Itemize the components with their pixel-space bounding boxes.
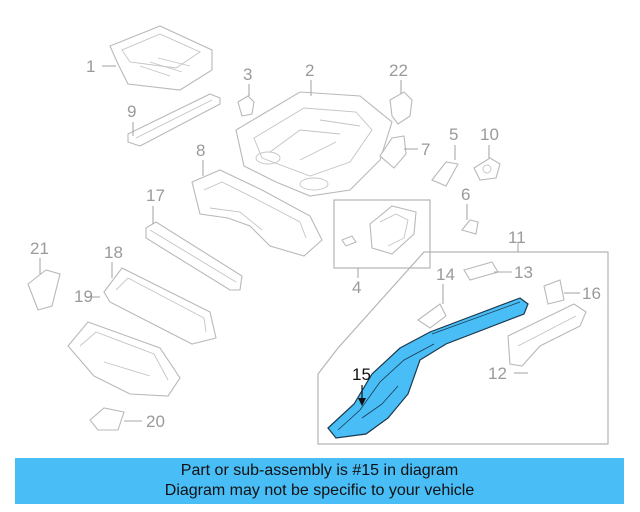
group-box-4 [333,199,431,269]
callout-1: 1 [86,57,95,76]
callout-19: 19 [74,287,93,306]
part-16-bracket [543,279,565,305]
part-14-bracket [417,303,447,329]
callout-15: 15 [352,365,371,384]
part-4-assembly [341,205,417,255]
callout-7: 7 [421,140,430,159]
part-20-bracket [89,407,125,431]
part-13-bracket [463,261,499,281]
part-19-floor-section [67,321,181,397]
info-banner: Part or sub-assembly is #15 in diagram D… [15,458,624,504]
part-15-side-member-highlighted [327,297,529,439]
callout-21: 21 [30,239,49,258]
part-22-bracket [389,91,413,125]
parts-diagram: 1 9 3 2 22 7 5 10 [27,25,609,445]
callout-13: 13 [514,263,533,282]
part-6-bracket [461,219,479,235]
part-12-rail [507,303,587,367]
part-21-bracket [27,269,61,311]
callout-10: 10 [480,125,499,144]
callout-8: 8 [196,141,205,160]
callout-14: 14 [436,265,455,284]
banner-line-1: Part or sub-assembly is #15 in diagram [180,462,459,479]
part-8-rear-panel [191,169,323,257]
part-2-floor-pan [235,91,393,197]
banner-line-2: Diagram may not be specific to your vehi… [164,482,475,499]
callout-2: 2 [305,61,314,80]
part-7-bracket [379,135,407,169]
callout-22: 22 [389,61,408,80]
callout-16: 16 [582,284,601,303]
part-5-bracket [431,161,459,187]
part-10-grommet [473,157,501,181]
part-9-rail [127,93,221,147]
part-1-spare-tire-tub [109,25,213,91]
callout-11: 11 [508,228,526,247]
part-3-bracket [237,95,255,117]
group-box-11 [317,251,609,445]
part-18-panel [103,267,217,345]
callout-17: 17 [146,186,165,205]
callout-18: 18 [104,243,123,262]
callout-3: 3 [243,65,252,84]
callout-20: 20 [146,412,165,431]
callout-12: 12 [488,364,507,383]
callout-5: 5 [449,125,458,144]
callout-4: 4 [352,278,361,297]
part-17-crossmember [145,221,243,291]
callout-9: 9 [127,102,136,121]
callout-6: 6 [461,185,470,204]
